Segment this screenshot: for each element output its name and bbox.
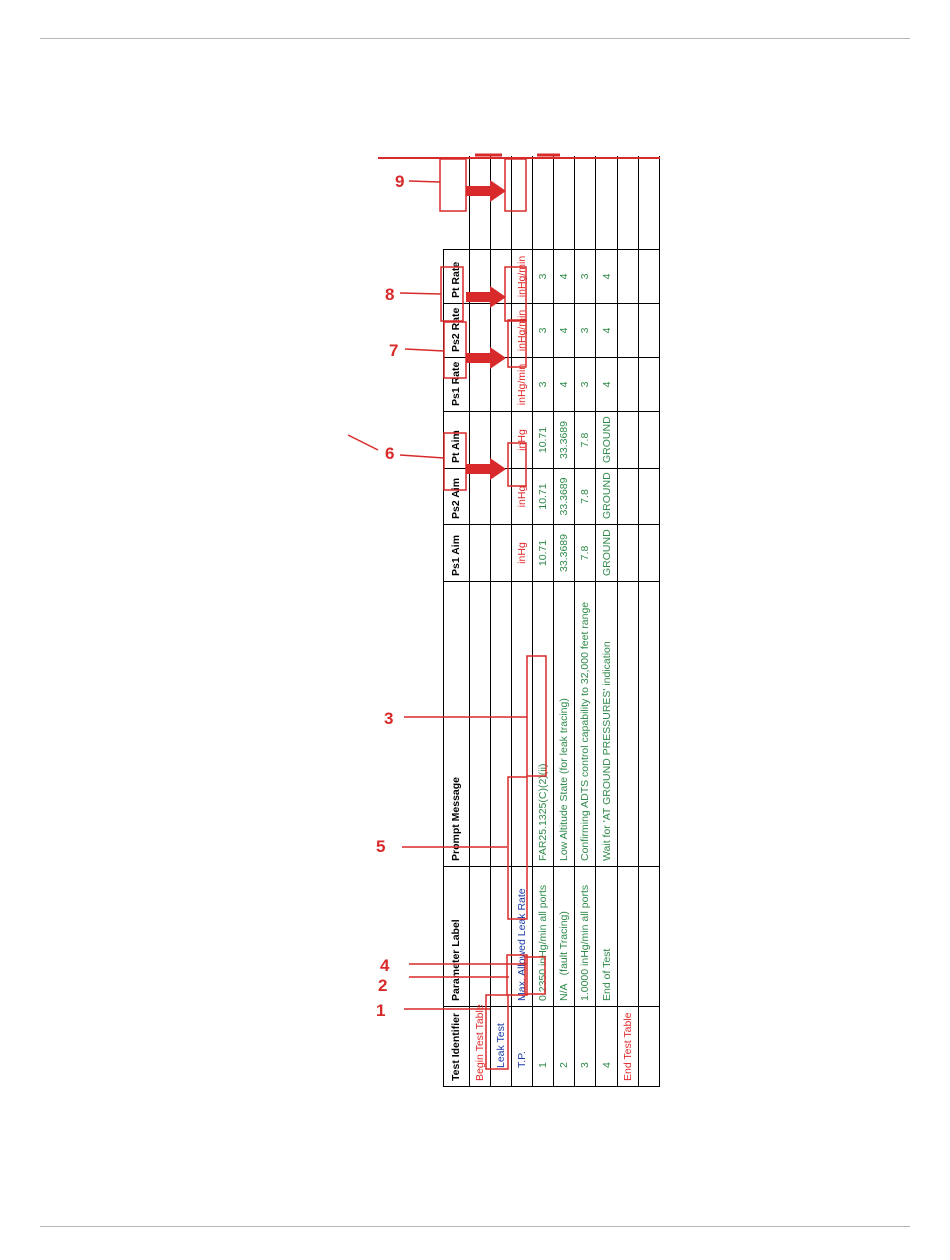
step-pt-aim: 33.3689 (553, 411, 575, 469)
step-ps1-rate: 4 (595, 357, 618, 412)
step-ps2-rate: 3 (574, 303, 596, 358)
end-row: End Test Table (617, 156, 639, 1087)
unit-ps1-rate: inHg/min (511, 357, 533, 412)
step-pt-aim: GROUND (595, 411, 618, 469)
step-ps1-rate: 4 (553, 357, 575, 412)
step-id: 4 (595, 1006, 618, 1087)
step-ps1-rate: 3 (574, 357, 596, 412)
unit-pt-rate: inHg/min (511, 249, 533, 304)
step-prompt: FAR25.1325(C)(2)(ii) (532, 581, 554, 867)
header-pt-aim: Pt Aim (443, 411, 470, 469)
step-id: 2 (553, 1006, 575, 1087)
header-ps2-aim: Ps2 Aim (443, 468, 470, 525)
step-label: 0.2350 inHg/min all ports (532, 866, 554, 1007)
table-row: 4 End of Test Wait for 'AT GROUND PRESSU… (595, 156, 618, 1087)
step-ps1-rate: 3 (532, 357, 554, 412)
unit-ps2-aim: inHg (511, 468, 533, 525)
table-row: 3 1.0000 inHg/min all ports Confirming A… (574, 156, 596, 1087)
step-prompt: Low Altitude State (for leak tracing) (553, 581, 575, 867)
header-ps2-rate: Ps2 Rate (443, 303, 470, 358)
step-ps2-aim: 10.71 (532, 468, 554, 525)
step-ps1-aim: 10.71 (532, 524, 554, 582)
step-ps2-aim: 7.8 (574, 468, 596, 525)
bottom-rule (40, 1226, 910, 1227)
table-row: 1 0.2350 inHg/min all ports FAR25.1325(C… (532, 156, 554, 1087)
header-ps1-rate: Ps1 Rate (443, 357, 470, 412)
unit-ps1-aim: inHg (511, 524, 533, 582)
step-prompt: Confirming ADTS control capability to 32… (574, 581, 596, 867)
max-allowed-leak-rate: Max. Allowed Leak Rate (511, 866, 533, 1007)
step-ps1-aim: 7.8 (574, 524, 596, 582)
step-ps2-rate: 3 (532, 303, 554, 358)
header-test-identifier: Test Identifier (443, 1006, 470, 1087)
header-pt-rate: Pt Rate (443, 249, 470, 304)
header-empty (443, 156, 470, 250)
header-parameter-label: Parameter Label (443, 866, 470, 1007)
step-pt-rate: 4 (595, 249, 618, 304)
step-ps2-rate: 4 (553, 303, 575, 358)
leak-test-row: Leak Test (490, 156, 512, 1087)
begin-row: Begin Test Table (469, 156, 491, 1087)
step-label: N/A (fault Tracing) (553, 866, 575, 1007)
step-ps2-aim: GROUND (595, 468, 618, 525)
step-pt-rate: 3 (574, 249, 596, 304)
header-row: Test Identifier Parameter Label Prompt M… (443, 156, 470, 1087)
step-ps2-aim: 33.3689 (553, 468, 575, 525)
step-id: 3 (574, 1006, 596, 1087)
empty-row (638, 156, 660, 1087)
step-label: End of Test (595, 866, 618, 1007)
step-pt-rate: 3 (532, 249, 554, 304)
table-row: 2 N/A (fault Tracing) Low Altitude State… (553, 156, 575, 1087)
end-test-table: End Test Table (617, 1006, 639, 1087)
step-label: 1.0000 inHg/min all ports (574, 866, 596, 1007)
leak-test-label: Leak Test (490, 1006, 512, 1087)
header-ps1-aim: Ps1 Aim (443, 524, 470, 582)
units-row: T.P. Max. Allowed Leak Rate inHg inHg in… (511, 156, 533, 1087)
step-prompt: Wait for 'AT GROUND PRESSURES' indicatio… (595, 581, 618, 867)
header-prompt-message: Prompt Message (443, 581, 470, 867)
step-ps1-aim: GROUND (595, 524, 618, 582)
step-pt-aim: 10.71 (532, 411, 554, 469)
step-pt-rate: 4 (553, 249, 575, 304)
step-pt-aim: 7.8 (574, 411, 596, 469)
step-ps2-rate: 4 (595, 303, 618, 358)
top-rule (40, 38, 910, 39)
tp-identifier: T.P. (511, 1006, 533, 1087)
unit-pt-aim: inHg (511, 411, 533, 469)
begin-test-table: Begin Test Table (469, 1004, 491, 1087)
test-table: Test Identifier Parameter Label Prompt M… (443, 156, 660, 1088)
step-id: 1 (532, 1006, 554, 1087)
unit-ps2-rate: inHg/min (511, 303, 533, 358)
step-ps1-aim: 33.3689 (553, 524, 575, 582)
